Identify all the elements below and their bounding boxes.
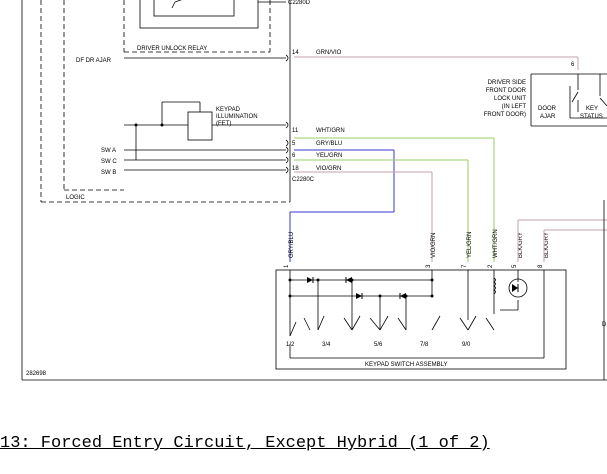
svg-text:7: 7 xyxy=(462,264,468,268)
keypad-illumination-label-2: ILLUMINATION xyxy=(216,114,258,120)
keypad-illumination-label-1: KEYPAD xyxy=(216,107,241,113)
key-status-label-2: STATUS xyxy=(580,114,603,120)
sw-a-label: SW A xyxy=(101,148,116,154)
wire-gry-blu-color: GRY/BLU xyxy=(316,141,342,147)
wire-yel-grn-pin: 6 xyxy=(292,153,296,159)
door-pin: 6 xyxy=(571,62,575,68)
vertical-wire-labels: GRY/BLU VIO/GRN YEL/GRN WHT/GRN BLK/GRY … xyxy=(289,229,550,258)
driver-unlock-relay-label: DRIVER UNLOCK RELAY xyxy=(137,46,207,52)
wire-wht-grn-pin: 11 xyxy=(292,128,299,134)
top-connector-label: C2280D xyxy=(288,0,311,6)
keypad-illumination-fet xyxy=(187,111,213,141)
keypad-switch-assembly xyxy=(275,269,567,370)
figure-caption-text: 13: Forced Entry Circuit, Except Hybrid … xyxy=(0,434,490,453)
sw-b-label: SW B xyxy=(101,170,116,176)
key-status-label-1: KEY xyxy=(586,106,598,112)
pin-row-7-8: 7/8 xyxy=(420,342,429,348)
door-lock-unit xyxy=(530,73,607,127)
logic-label: LOGIC xyxy=(66,195,85,201)
keypad-illumination-label-3: (FET) xyxy=(216,121,231,127)
wire-vio-grn-color: VIO/GRN xyxy=(316,166,341,172)
vwire-7-color: YEL/GRN xyxy=(467,232,473,258)
diode-icons xyxy=(288,277,519,299)
wire-gry-blu-pin: 5 xyxy=(292,141,296,147)
wire-vio-grn-pin: 18 xyxy=(292,166,299,172)
door-ajar-label-2: AJAR xyxy=(540,114,556,120)
keypad-connector-pins: 1 3 7 2 5 8 xyxy=(284,264,544,268)
pin-row-1-2: 1/2 xyxy=(286,342,295,348)
wire-yel-grn-color: YEL/GRN xyxy=(316,153,342,159)
pin-row-9-0: 9/0 xyxy=(462,342,471,348)
driver-unlock-relay xyxy=(139,0,286,29)
door-lock-unit-line-2: FRONT DOOR xyxy=(486,88,527,94)
keypad-internals xyxy=(289,270,545,359)
bottom-connector-label: C2280C xyxy=(292,177,315,183)
wire-grn-vio-color: GRN/VIO xyxy=(316,50,342,56)
keypad-switch-assembly-label: KEYPAD SWITCH ASSEMBLY xyxy=(365,362,447,368)
vwire-3-color: VIO/GRN xyxy=(431,233,437,258)
right-edge-fragment: D xyxy=(602,322,607,328)
pin-row-3-4: 3/4 xyxy=(322,342,331,348)
door-lock-unit-line-1: DRIVER SIDE xyxy=(488,80,526,86)
resistor-icon xyxy=(493,277,496,295)
figure-id: 282698 xyxy=(26,371,47,377)
svg-text:3: 3 xyxy=(426,264,432,268)
switch-icons xyxy=(289,315,495,337)
figure-caption: 13: Forced Entry Circuit, Except Hybrid … xyxy=(0,434,607,453)
svg-text:2: 2 xyxy=(488,264,494,268)
svg-text:1: 1 xyxy=(284,264,290,268)
vwire-8-color: BLK/GRY xyxy=(544,232,550,258)
wire-wht-grn-color: WHT/GRN xyxy=(316,128,345,134)
door-lock-unit-line-5: FRONT DOOR) xyxy=(484,112,526,118)
svg-text:8: 8 xyxy=(538,264,544,268)
pin-row-5-6: 5/6 xyxy=(374,342,383,348)
door-lock-unit-line-3: LOCK UNIT xyxy=(494,96,526,102)
module-outline xyxy=(40,0,290,203)
vwire-5-color: BLK/GRY xyxy=(518,232,524,258)
door-ajar-label-1: DOOR xyxy=(538,106,557,112)
wire-grn-vio-pin: 14 xyxy=(292,50,299,56)
wiring-diagram: C2280D DRIVER UNLOCK RELAY DF DR AJAR 14… xyxy=(21,0,607,381)
vwire-2-color: WHT/GRN xyxy=(493,229,499,258)
svg-text:5: 5 xyxy=(512,264,518,268)
door-lock-unit-line-4: (IN LEFT xyxy=(502,104,527,110)
sw-c-label: SW C xyxy=(101,159,117,165)
vwire-1-color: GRY/BLU xyxy=(289,232,295,258)
df-dr-ajar-label: DF DR AJAR xyxy=(76,58,112,64)
